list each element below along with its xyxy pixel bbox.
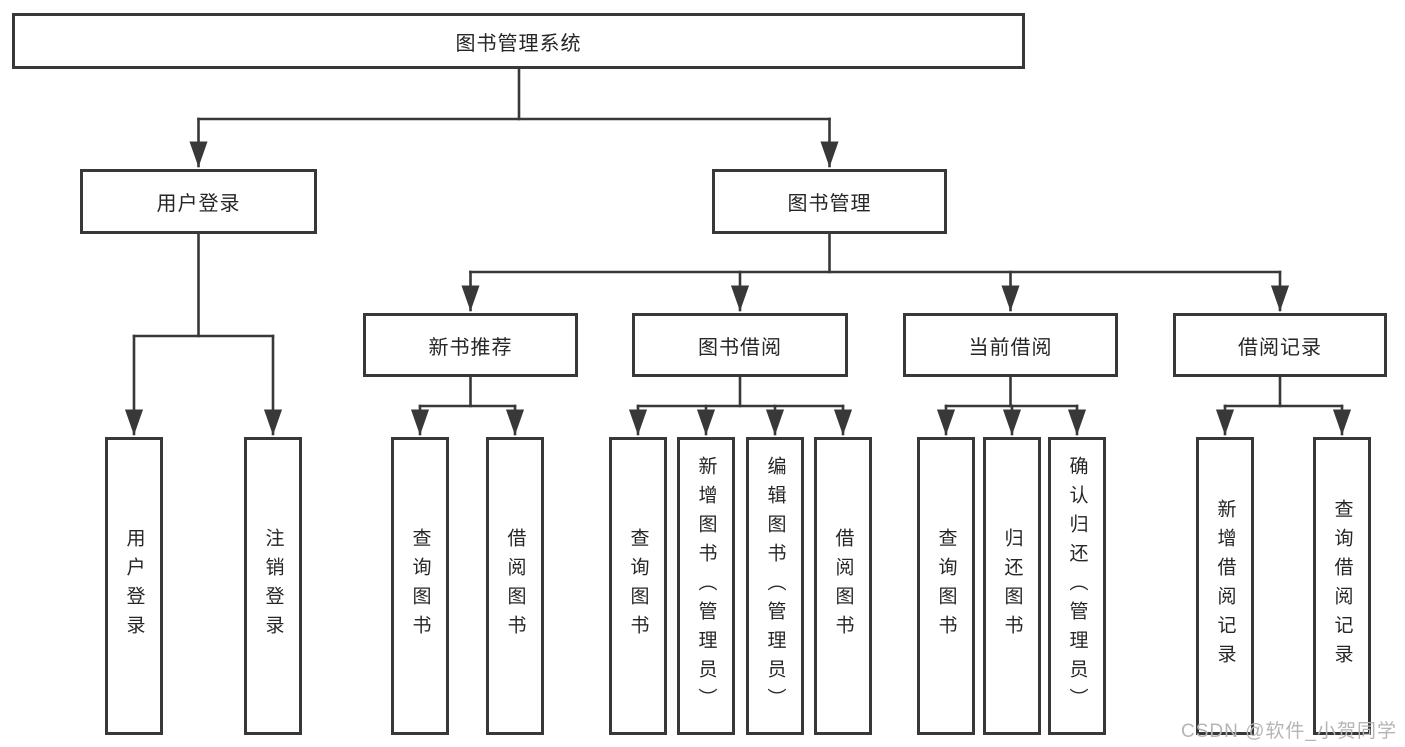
node-book-management: 图书管理: [712, 169, 947, 234]
node-user-login: 用户登录: [80, 169, 317, 234]
node-borrowing-records: 借阅记录: [1173, 313, 1387, 377]
leaf-current-confirm-return-admin-label: 确认归还（管理员）: [1066, 455, 1088, 717]
leaf-borrowing-add-books-admin: 新增图书（管理员）: [677, 437, 735, 735]
leaf-current-return-books-label: 归还图书: [1001, 528, 1023, 644]
leaf-records-query-record: 查询借阅记录: [1313, 437, 1371, 735]
node-book-borrowing: 图书借阅: [632, 313, 848, 377]
leaf-current-return-books: 归还图书: [983, 437, 1041, 735]
leaf-logout-label: 注销登录: [262, 528, 284, 644]
node-root: 图书管理系统: [12, 13, 1025, 69]
leaf-borrowing-borrow-books-label: 借阅图书: [832, 528, 854, 644]
leaf-borrowing-query-books-label: 查询图书: [627, 528, 649, 644]
node-new-books: 新书推荐: [363, 313, 578, 377]
leaf-current-confirm-return-admin: 确认归还（管理员）: [1048, 437, 1106, 735]
leaf-borrowing-edit-books-admin: 编辑图书（管理员）: [746, 437, 804, 735]
leaf-records-add-record-label: 新增借阅记录: [1214, 499, 1236, 673]
node-current-borrowing-label: 当前借阅: [968, 336, 1053, 359]
leaf-borrowing-add-books-admin-label: 新增图书（管理员）: [695, 455, 717, 717]
leaf-newbooks-borrow-books: 借阅图书: [486, 437, 544, 735]
leaf-newbooks-borrow-books-label: 借阅图书: [504, 528, 526, 644]
leaf-newbooks-query-books-label: 查询图书: [409, 528, 431, 644]
leaf-current-query-books: 查询图书: [917, 437, 975, 735]
node-book-management-label: 图书管理: [787, 193, 872, 215]
node-user-login-label: 用户登录: [156, 193, 241, 215]
leaf-user-login: 用户登录: [105, 437, 163, 735]
node-new-books-label: 新书推荐: [428, 336, 513, 359]
leaf-records-add-record: 新增借阅记录: [1196, 437, 1254, 735]
leaf-current-query-books-label: 查询图书: [935, 528, 957, 644]
leaf-borrowing-borrow-books: 借阅图书: [814, 437, 872, 735]
leaf-newbooks-query-books: 查询图书: [391, 437, 449, 735]
leaf-borrowing-query-books: 查询图书: [609, 437, 667, 735]
node-current-borrowing: 当前借阅: [903, 313, 1118, 377]
leaf-borrowing-edit-books-admin-label: 编辑图书（管理员）: [764, 455, 786, 717]
node-root-label: 图书管理系统: [455, 32, 582, 55]
node-borrowing-records-label: 借阅记录: [1238, 336, 1322, 359]
leaf-records-query-record-label: 查询借阅记录: [1331, 499, 1353, 673]
node-book-borrowing-label: 图书借阅: [698, 336, 782, 359]
watermark: CSDN @软件_小贺同学: [1181, 721, 1397, 742]
leaf-user-login-label: 用户登录: [123, 528, 145, 644]
leaf-logout: 注销登录: [244, 437, 302, 735]
